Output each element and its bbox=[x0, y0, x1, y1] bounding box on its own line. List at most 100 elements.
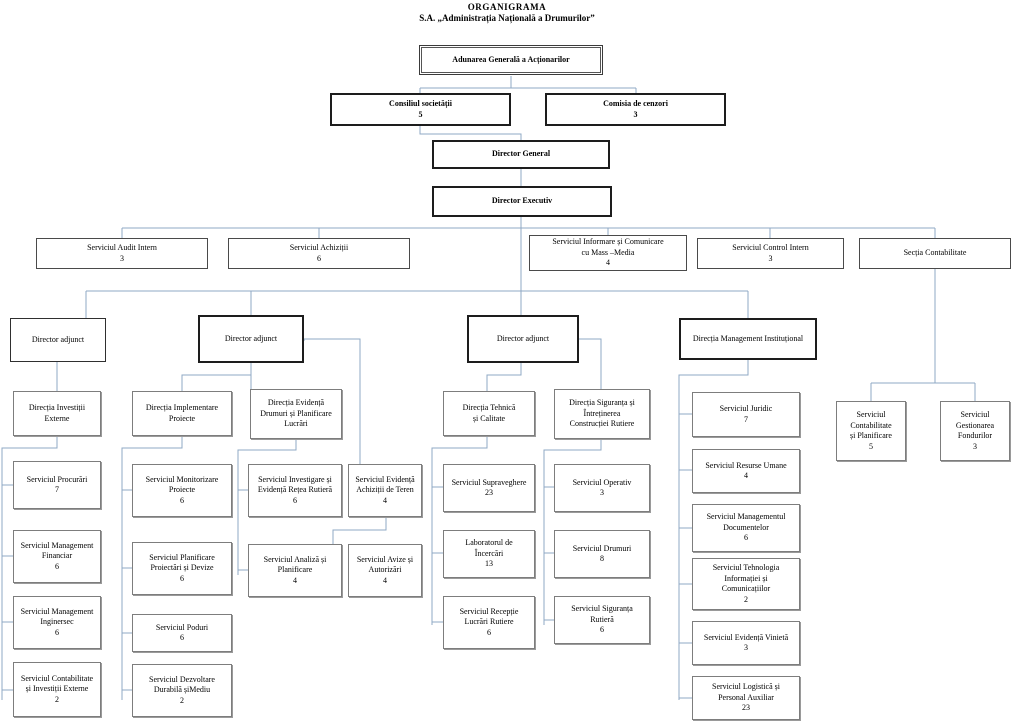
org-node-label: Serviciul Managementul Documentelor bbox=[706, 512, 786, 532]
org-node-s-tehnologia[interactable]: Serviciul Tehnologia Informației și Comu… bbox=[692, 558, 800, 610]
org-node-label: Serviciul Achiziții bbox=[289, 243, 349, 252]
org-node-aga[interactable]: Adunarea Generală a Acționarilor bbox=[419, 45, 603, 75]
org-node-dir-adj-3[interactable]: Director adjunct bbox=[467, 315, 579, 363]
org-node-label: Serviciul Tehnologia Informației și Comu… bbox=[712, 563, 780, 593]
org-node-count: 4 bbox=[383, 495, 387, 505]
org-node-label: Serviciul Planificare Proiectări și Devi… bbox=[149, 552, 215, 573]
org-node-count: 23 bbox=[742, 703, 750, 713]
org-node-label: Serviciul Juridic bbox=[719, 404, 773, 413]
org-node-count: 3 bbox=[744, 643, 748, 652]
org-node-label: Comisia de cenzori bbox=[603, 99, 668, 108]
org-node-count: 6 bbox=[55, 627, 59, 637]
org-node-label: Serviciul Informare și Comunicare cu Mas… bbox=[552, 237, 664, 257]
org-node-label: Serviciul Operativ bbox=[572, 477, 632, 487]
org-node-label: Serviciul Avize și Autorizări bbox=[356, 554, 414, 575]
org-node-count: 4 bbox=[383, 575, 387, 585]
org-node-label: Serviciul Audit Intern bbox=[87, 243, 157, 252]
org-node-count: 5 bbox=[418, 109, 423, 119]
org-node-count: 3 bbox=[600, 488, 604, 497]
org-node-dir-adj-1[interactable]: Director adjunct bbox=[10, 318, 106, 362]
org-node-count: 6 bbox=[293, 495, 297, 505]
org-node-label: Serviciul Procurări bbox=[26, 474, 88, 484]
org-node-srv-informare[interactable]: Serviciul Informare și Comunicare cu Mas… bbox=[529, 235, 687, 271]
org-node-count: 6 bbox=[744, 533, 748, 543]
org-node-dir-executiv[interactable]: Director Executiv bbox=[432, 186, 612, 217]
org-node-count: 4 bbox=[606, 258, 610, 268]
org-node-d-evid-drum[interactable]: Direcția Evidență Drumuri și Planificare… bbox=[250, 389, 342, 439]
org-node-label: Adunarea Generală a Acționarilor bbox=[452, 54, 570, 64]
org-node-label: Serviciul Management Inginersec bbox=[20, 606, 94, 627]
org-node-count: 4 bbox=[293, 575, 297, 585]
org-node-count: 2 bbox=[744, 594, 748, 604]
org-node-dir-general[interactable]: Director General bbox=[432, 140, 610, 169]
org-node-count: 6 bbox=[55, 561, 59, 571]
org-node-label: Serviciul Investigare și Evidență Rețea … bbox=[257, 474, 333, 495]
org-node-s-invest-evid[interactable]: Serviciul Investigare și Evidență Rețea … bbox=[248, 464, 342, 517]
org-node-label: Direcția Siguranța și Întreținerea Const… bbox=[569, 398, 635, 429]
org-node-label: Serviciul Drumuri bbox=[572, 543, 632, 553]
org-node-s-contab-inv[interactable]: Serviciul Contabilitate și Investiții Ex… bbox=[13, 662, 101, 717]
org-node-dir-mgmt[interactable]: Direcția Management Instituțional bbox=[679, 318, 817, 360]
org-node-label: Direcția Tehnică și Calitate bbox=[462, 403, 516, 423]
org-node-dir-adj-2[interactable]: Director adjunct bbox=[198, 315, 304, 363]
org-node-label: Serviciul Resurse Umane bbox=[705, 460, 787, 470]
org-node-s-plan-proi[interactable]: Serviciul Planificare Proiectări și Devi… bbox=[132, 542, 232, 595]
org-node-label: Serviciul Recepție Lucrări Rutiere bbox=[459, 606, 519, 627]
org-node-label: Director Executiv bbox=[491, 196, 553, 206]
org-node-label: Serviciul Contabilitate și Planificare bbox=[850, 410, 892, 440]
org-node-label: Director General bbox=[491, 149, 551, 159]
org-node-label: Serviciul Evidență Vinietă bbox=[703, 632, 789, 642]
org-node-count: 6 bbox=[487, 627, 491, 637]
org-node-s-logistica[interactable]: Serviciul Logistică și Personal Auxiliar… bbox=[692, 676, 800, 720]
org-node-d-siguranta[interactable]: Direcția Siguranța și Întreținerea Const… bbox=[554, 389, 650, 439]
org-node-sectia-contab[interactable]: Secția Contabilitate bbox=[859, 238, 1011, 269]
org-node-d-tehnica[interactable]: Direcția Tehnică și Calitate bbox=[443, 391, 535, 436]
org-node-label: Director adjunct bbox=[496, 333, 550, 343]
org-node-count: 7 bbox=[55, 485, 59, 494]
org-node-d-inv-ext[interactable]: Direcția Investiții Externe bbox=[13, 391, 101, 436]
org-node-label: Serviciul Supraveghere bbox=[451, 477, 527, 487]
org-node-label: Direcția Investiții Externe bbox=[28, 403, 86, 423]
org-node-label: Serviciul Management Financiar bbox=[20, 540, 94, 561]
org-node-label: Direcția Implementare Proiecte bbox=[145, 403, 219, 423]
org-node-count: 8 bbox=[600, 554, 604, 563]
org-node-count: 3 bbox=[973, 441, 977, 451]
org-node-count: 6 bbox=[180, 633, 184, 642]
org-node-label: Serviciul Gestionarea Fondurilor bbox=[955, 410, 995, 440]
org-node-label: Serviciul Contabilitate și Investiții Ex… bbox=[20, 673, 94, 694]
org-node-label: Serviciul Poduri bbox=[155, 622, 209, 632]
org-node-count: 6 bbox=[180, 573, 184, 583]
org-node-count: 3 bbox=[120, 253, 124, 263]
org-node-label: Serviciul Logistică și Personal Auxiliar bbox=[712, 682, 780, 702]
org-node-label: Director adjunct bbox=[224, 333, 278, 343]
org-node-d-impl-proi[interactable]: Direcția Implementare Proiecte bbox=[132, 391, 232, 436]
org-node-label: Serviciul Siguranța Rutieră bbox=[571, 604, 633, 624]
org-node-count: 4 bbox=[744, 471, 748, 480]
